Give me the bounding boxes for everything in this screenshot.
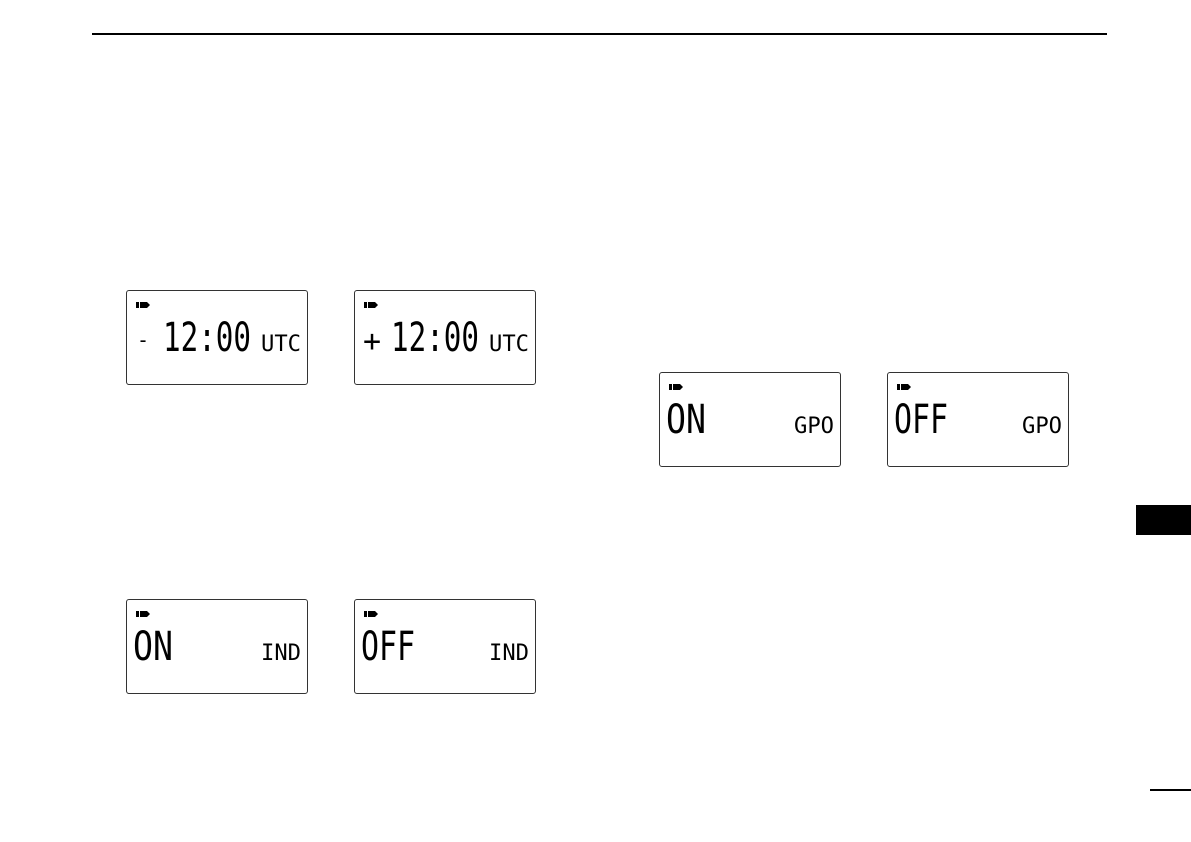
utc-label: UTC bbox=[489, 332, 529, 357]
section-tab bbox=[1136, 505, 1191, 535]
offset-sign: - bbox=[137, 328, 149, 352]
lcd-ind-off: OFF IND bbox=[354, 599, 536, 694]
setting-value: OFF bbox=[894, 397, 948, 443]
utc-label: UTC bbox=[261, 332, 301, 357]
lcd-gpo-off: OFF GPO bbox=[887, 372, 1069, 467]
ind-label: IND bbox=[489, 641, 529, 666]
setting-value: ON bbox=[133, 624, 173, 670]
lcd-utc-offset-plus: + 12:00 UTC bbox=[354, 290, 536, 385]
ind-label: IND bbox=[261, 641, 301, 666]
offset-time: 12:00 bbox=[163, 315, 251, 361]
gpo-label: GPO bbox=[1022, 414, 1062, 439]
lcd-utc-offset-minus: - 12:00 UTC bbox=[126, 290, 308, 385]
gpo-label: GPO bbox=[794, 414, 834, 439]
page-number-rule bbox=[1150, 789, 1191, 791]
offset-time: 12:00 bbox=[391, 315, 479, 361]
setting-value: ON bbox=[666, 397, 706, 443]
setting-value: OFF bbox=[361, 624, 415, 670]
header-rule bbox=[92, 33, 1107, 35]
lcd-gpo-on: ON GPO bbox=[659, 372, 841, 467]
lcd-ind-on: ON IND bbox=[126, 599, 308, 694]
offset-sign: + bbox=[363, 324, 381, 359]
